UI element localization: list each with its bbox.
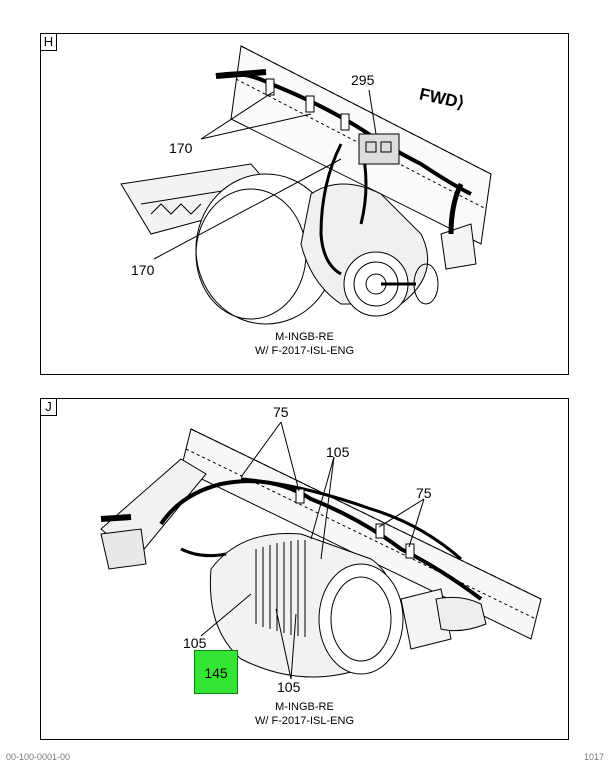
callout-170-lower: 170 [131,262,155,278]
callout-295: 295 [351,72,375,88]
callout-105-lower: 105 [277,679,301,695]
caption-line-1: M-INGB-RE [275,701,334,713]
caption-line-2: W/ F-2017-ISL-ENG [254,345,355,357]
callout-145-highlight: 145 [194,650,238,694]
engine-harness-drawing-j [100,421,542,680]
callout-145: 145 [204,665,228,681]
callout-170-upper: 170 [169,140,193,156]
callout-105-left: 105 [183,635,207,651]
callout-105-upper: 105 [326,444,350,460]
diagram-panel-h: H [40,33,569,375]
callout-75-upper: 75 [273,404,289,420]
diagram-panel-j: J [40,398,569,740]
engine-harness-drawing-h [120,45,492,325]
footer-document-number: 00-100-0001-00 [6,752,71,762]
callout-75-right: 75 [416,485,432,501]
caption-line-2: W/ F-2017-ISL-ENG [254,715,355,727]
footer-page-code: 1017 [583,752,604,762]
caption-line-1: M-INGB-RE [275,331,334,343]
panel-letter: H [41,34,57,51]
panel-letter: J [41,399,57,416]
